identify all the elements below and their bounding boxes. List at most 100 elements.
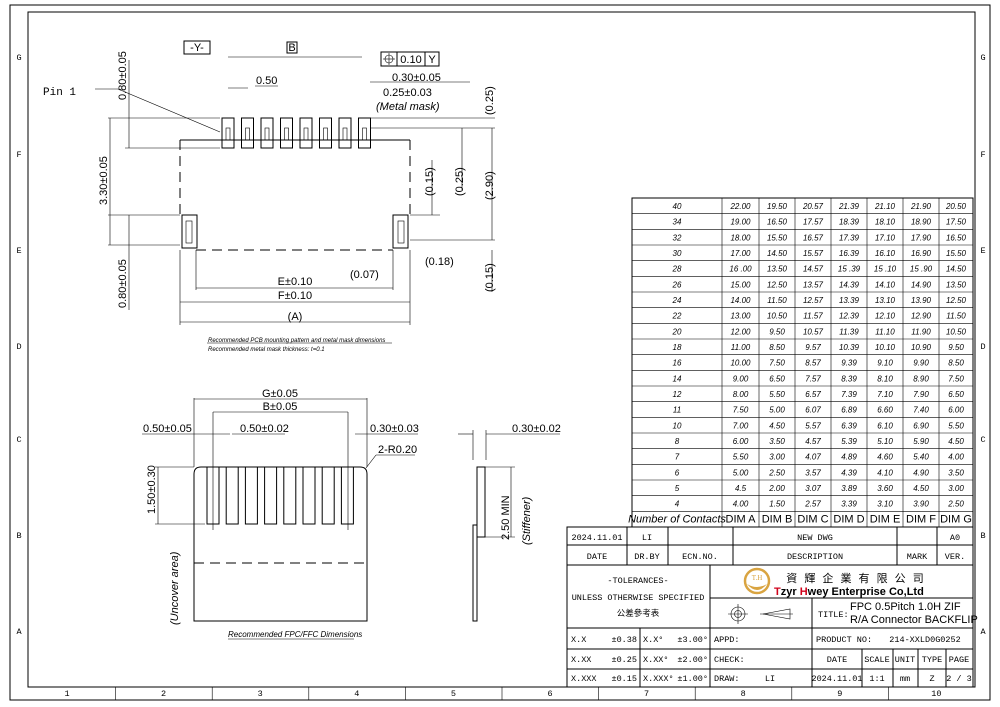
- dim-value: 17.57: [803, 218, 824, 227]
- contact-count: 28: [672, 265, 682, 274]
- contact-count: 7: [675, 453, 680, 462]
- dim-value: 18.39: [839, 218, 860, 227]
- dim-value: 5.00: [769, 406, 785, 415]
- dim-value: 15.57: [803, 249, 824, 258]
- rev-drawn-by: LI: [642, 533, 652, 543]
- side-pad-left: [181, 214, 198, 249]
- date-value: 2024.11.01: [811, 674, 862, 684]
- dim-value: 7.90: [913, 390, 929, 399]
- dim-value: 4.10: [877, 468, 893, 477]
- dim-value: 5.40: [913, 453, 929, 462]
- tolerance-cell: X.X: [571, 635, 586, 645]
- pcb-caption: Recommended PCB mounting pattern and met…: [208, 338, 385, 344]
- frame-col-label: 7: [644, 689, 649, 699]
- title-block: 2024.11.01 LI NEW DWG A0 DATE DR.BY ECN.…: [566, 526, 978, 688]
- fpc-finger-width: 0.30±0.03: [370, 423, 419, 435]
- title-line-2: R/A Connector BACKFLIP: [850, 614, 978, 626]
- contact-count: 22: [672, 312, 682, 321]
- contact-count: 4: [675, 500, 680, 509]
- dim-value: 4.50: [948, 437, 964, 446]
- contact-count: 5: [675, 484, 680, 493]
- dim-value: 3.50: [948, 468, 964, 477]
- overall-length: 3.30±0.05: [98, 156, 110, 205]
- dim-value: 6.57: [805, 390, 821, 399]
- contact-count: 12: [673, 390, 682, 399]
- frame-row-label: G: [16, 53, 21, 63]
- dim-value: 2.00: [768, 484, 785, 493]
- dim-value: 3.57: [805, 468, 821, 477]
- frame-row-label: C: [980, 435, 985, 445]
- dim-value: 16.90: [911, 249, 932, 258]
- dim-value: 5.39: [841, 437, 857, 446]
- approved-label: APPD:: [714, 635, 740, 645]
- company-logo: T.H: [743, 567, 771, 595]
- dim-value: 13.00: [730, 312, 751, 321]
- dim-table-header-cell: Number of Contacts: [628, 513, 726, 525]
- dim-value: 14.00: [730, 296, 751, 305]
- dim-value: 7.50: [733, 406, 749, 415]
- frame-row-label: A: [980, 627, 986, 637]
- dim-table-header-cell: DIM D: [833, 513, 864, 525]
- dim-value: 21.90: [910, 202, 932, 211]
- tolerances-unless: UNLESS OTHERWISE SPECIFIED: [572, 593, 705, 603]
- rev-description: NEW DWG: [797, 533, 833, 543]
- company-name-english: Tzyr Hwey Enterprise Co,Ltd: [774, 586, 924, 598]
- dim-value: 15 .10: [874, 265, 897, 274]
- dim-value: 7.40: [913, 406, 929, 415]
- dim-value: 6.89: [841, 406, 857, 415]
- frame-col-label: 2: [161, 689, 166, 699]
- dim-value: 5.00: [733, 468, 749, 477]
- fpc-dim-b: B±0.05: [263, 401, 298, 413]
- dim-value: 21.39: [838, 202, 860, 211]
- dim-value: 10.50: [767, 312, 788, 321]
- stiffener-length: 2.50 MIN: [500, 495, 512, 540]
- dim-table-header-cell: DIM C: [797, 513, 828, 525]
- dim-value: 12.39: [839, 312, 860, 321]
- dim-value: 10.50: [946, 327, 967, 336]
- dim-value: 9.50: [948, 343, 964, 352]
- contact-count: 11: [673, 406, 681, 415]
- dim-value: 21.10: [874, 202, 896, 211]
- dim-value: 9.90: [913, 359, 929, 368]
- dim-value: 4.50: [913, 484, 929, 493]
- dim-value: 4.00: [948, 453, 964, 462]
- dim-value: 16.50: [767, 218, 788, 227]
- dim-value: 5.50: [733, 453, 749, 462]
- check-label: CHECK:: [714, 655, 745, 665]
- fpc-cable-side: [472, 524, 478, 622]
- company-name-chinese: 資 輝 企 業 有 限 公 司: [786, 571, 925, 585]
- header-date: DATE: [587, 552, 607, 562]
- dim-value: 2.57: [804, 500, 821, 509]
- metal-mask-opening: [225, 127, 231, 141]
- pin1-leader-arrow: [117, 88, 221, 133]
- title-label: TITLE:: [818, 610, 849, 620]
- dim-value: 17.90: [911, 233, 932, 242]
- contact-count: 10: [673, 421, 682, 430]
- dim-value: 17.00: [730, 249, 751, 258]
- dim-value: 18.00: [730, 233, 751, 242]
- ref-2-90: (2.90): [484, 171, 496, 200]
- dim-table-header-cell: DIM G: [940, 513, 972, 525]
- top-pad-length: 0.80±0.05: [117, 51, 129, 100]
- pin1-label: Pin 1: [43, 87, 76, 99]
- scale-header: SCALE: [864, 655, 890, 665]
- dim-value: 7.00: [733, 421, 749, 430]
- frame-col-label: 8: [741, 689, 746, 699]
- dim-value: 12.50: [946, 296, 967, 305]
- header-description: DESCRIPTION: [787, 552, 843, 562]
- frame-row-label: C: [16, 435, 21, 445]
- dim-value: 11.39: [839, 327, 859, 336]
- dim-value: 4.57: [805, 437, 821, 446]
- frame-row-label: G: [980, 53, 985, 63]
- dim-value: 17.39: [839, 233, 860, 242]
- tolerance-cell: X.XX°: [643, 655, 669, 665]
- tolerance-cell: X.X°: [643, 635, 663, 645]
